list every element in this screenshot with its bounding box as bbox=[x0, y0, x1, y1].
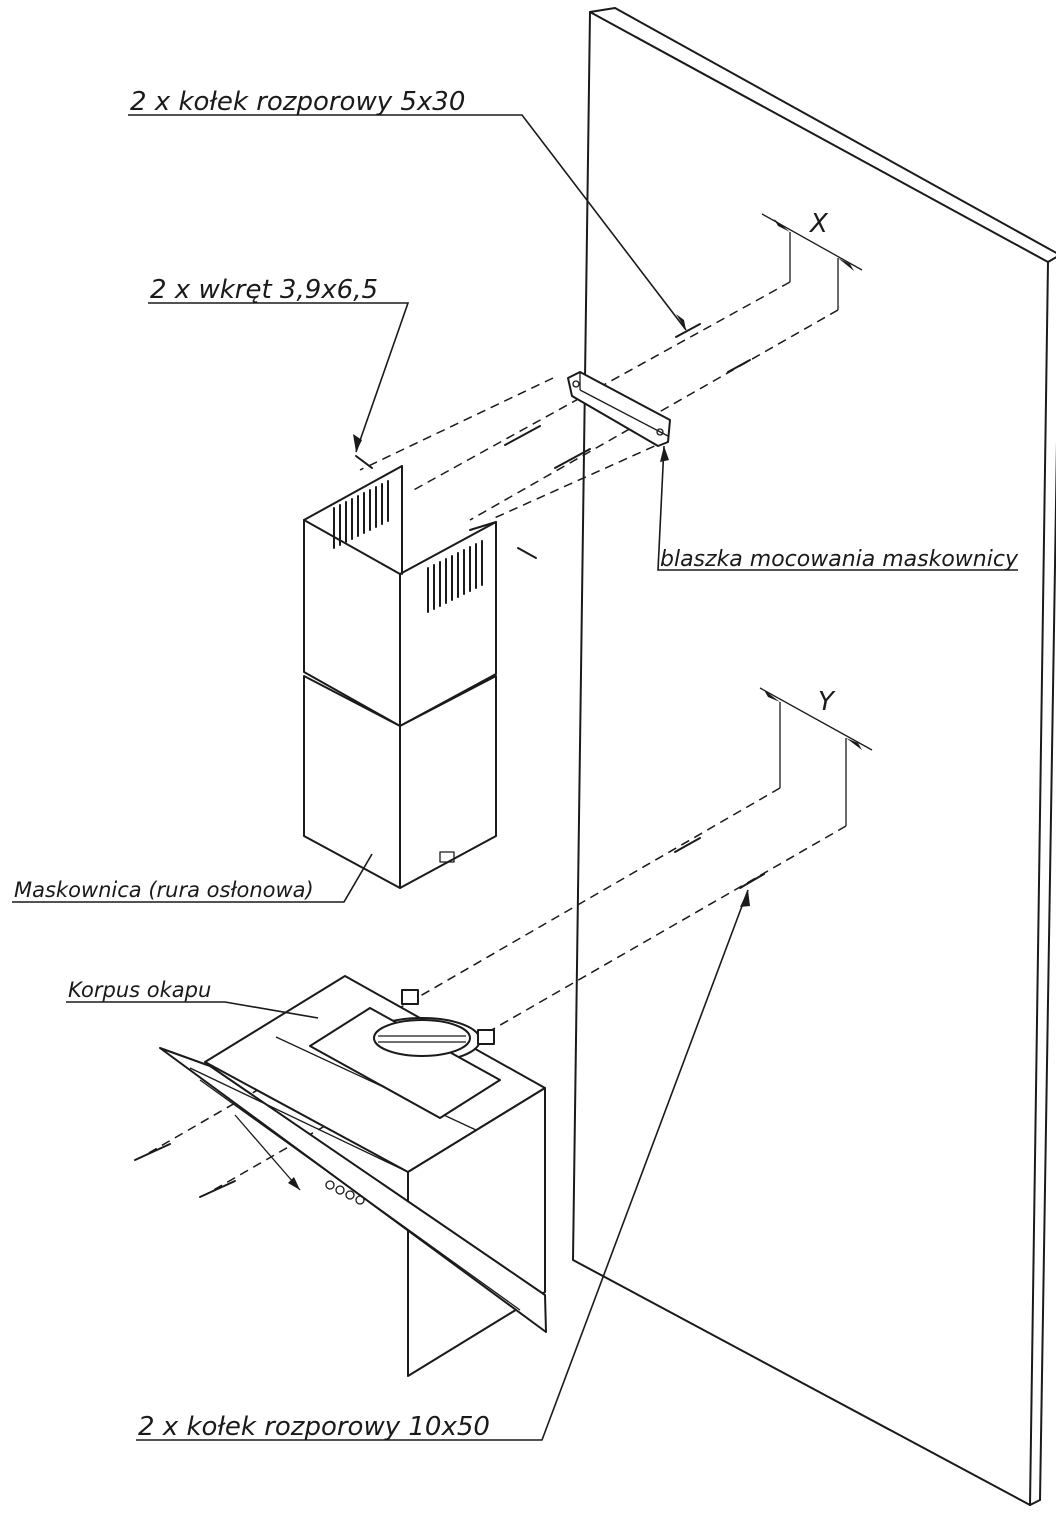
label-hood-body: Korpus okapu bbox=[68, 978, 211, 1002]
dimension-y-label: Y bbox=[818, 687, 836, 717]
chimney-cover bbox=[303, 455, 537, 889]
label-screws: 2 x wkręt 3,9x6,5 bbox=[150, 275, 378, 305]
label-dowels-large: 2 x kołek rozporowy 10x50 bbox=[138, 1412, 490, 1442]
leader-lines bbox=[12, 114, 1018, 1441]
vent-slots-left bbox=[333, 480, 389, 549]
label-chimney-cover: Maskownica (rura osłonowa) bbox=[14, 878, 314, 902]
label-bracket: blaszka mocowania maskownicy bbox=[660, 547, 1019, 572]
large-dowel-lower bbox=[739, 873, 765, 889]
hood-body bbox=[134, 975, 547, 1377]
small-dowel-upper bbox=[675, 323, 701, 338]
dimension-x bbox=[761, 213, 863, 310]
dimension-y bbox=[759, 687, 873, 826]
small-dowel-lower bbox=[727, 359, 751, 373]
wall bbox=[572, 7, 1056, 1506]
bracket-part bbox=[504, 371, 671, 469]
dimension-x-label: X bbox=[808, 209, 829, 239]
label-dowels-small: 2 x kołek rozporowy 5x30 bbox=[130, 87, 465, 117]
large-dowel-upper bbox=[674, 837, 701, 853]
vent-slots-right bbox=[427, 540, 483, 613]
